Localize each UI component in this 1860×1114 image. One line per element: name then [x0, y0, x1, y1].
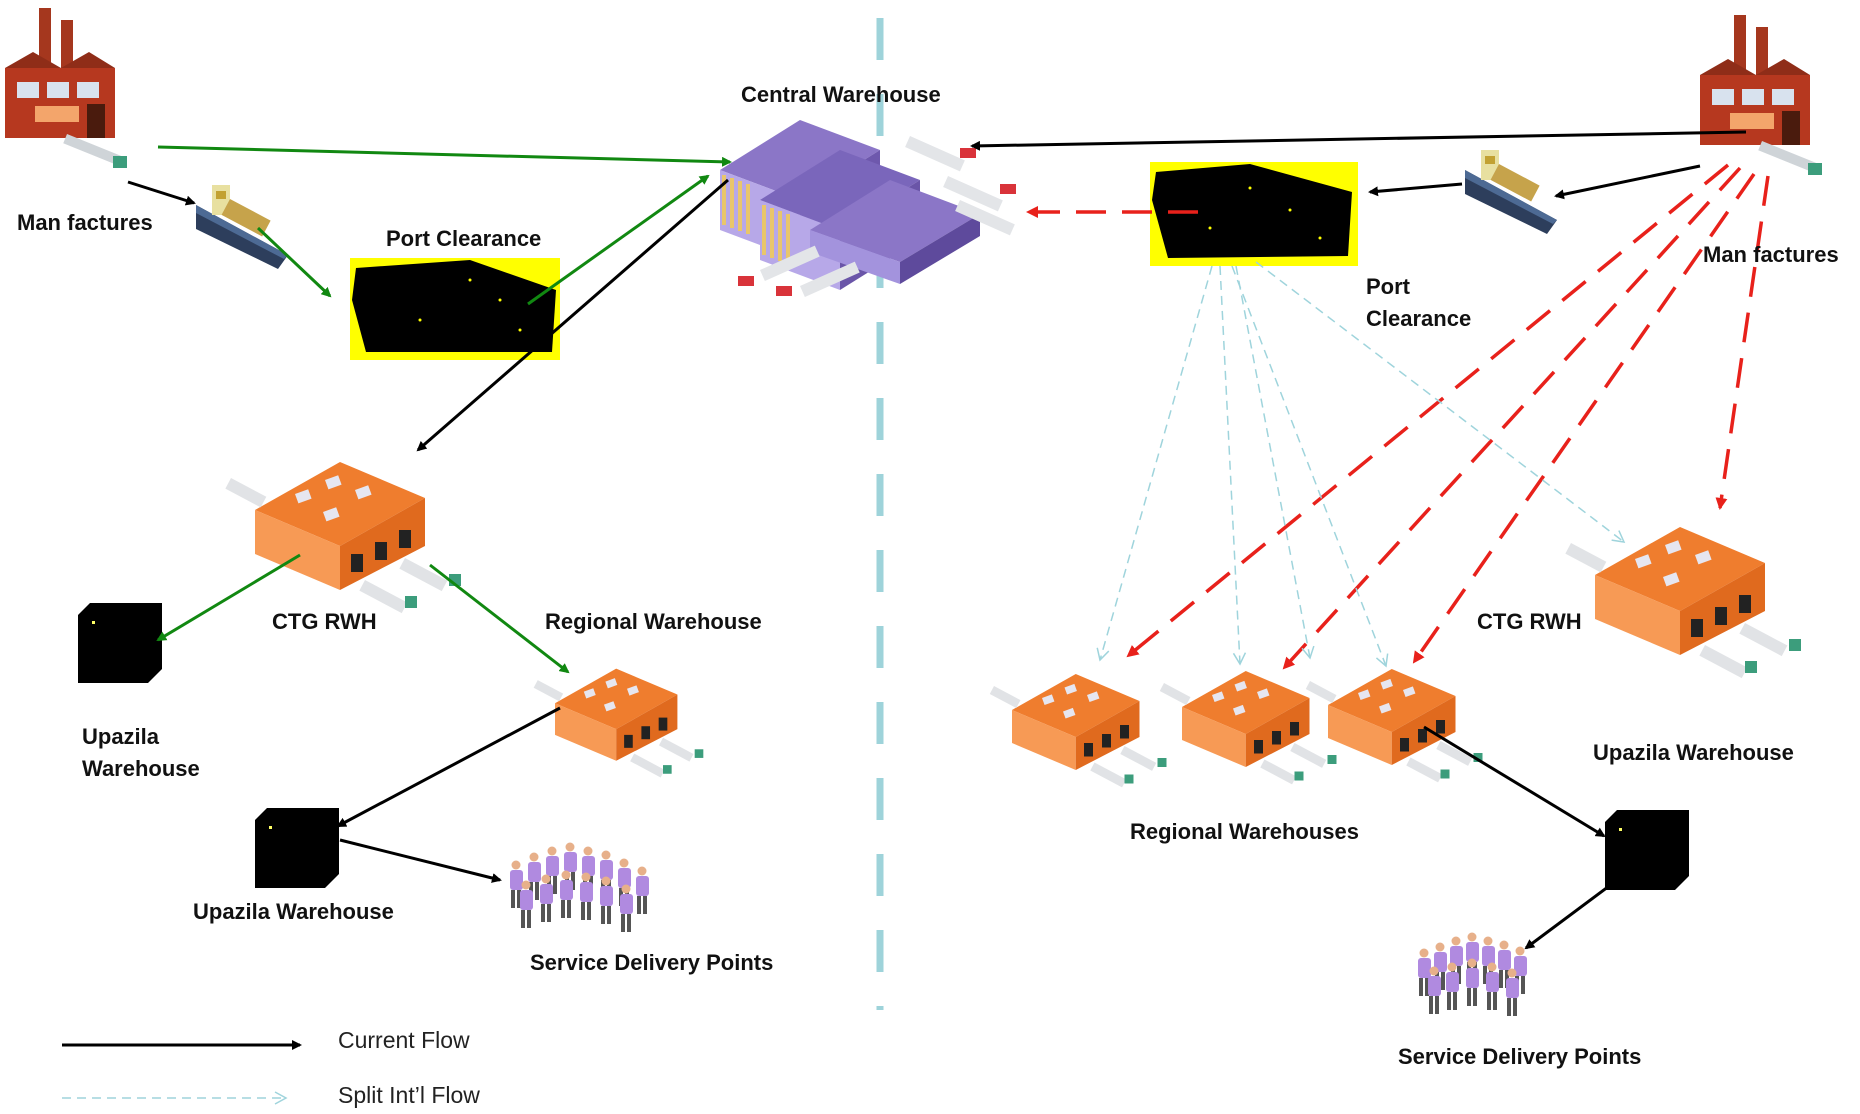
- factory-icon-left: [5, 8, 127, 168]
- central-warehouse-label: Central Warehouse: [741, 82, 941, 107]
- regional-warehouse-label: Regional Warehouse: [545, 609, 762, 634]
- arrow-port-to-rw3-split: [1231, 265, 1389, 668]
- arrow-port-to-ctg-split: [1255, 261, 1626, 543]
- arrow-factory-to-central-green: [157, 145, 732, 167]
- flows-right: [970, 130, 1770, 950]
- upazila-label-left-2: Warehouse: [82, 756, 200, 781]
- arrow-ctg-to-upazila-green: [156, 553, 301, 642]
- arrow-port-to-rw2-split-a: [1219, 265, 1247, 666]
- regional-warehouse-icon-r1: [989, 674, 1167, 788]
- arrow-port-to-central-green: [527, 174, 710, 306]
- central-warehouse-icon: [720, 120, 1016, 297]
- upazila-label-left-1: Upazila: [82, 724, 160, 749]
- upazila-box-icon-left: [78, 603, 162, 683]
- people-icon-left: [510, 842, 649, 932]
- arrow-ship-to-port-green: [256, 226, 332, 298]
- arrow-factory-to-ship-black-r: [1554, 164, 1701, 200]
- port-clearance-right: [1150, 162, 1358, 266]
- arrow-factory-to-ctg-red: [1715, 175, 1770, 510]
- ctg-rwh-label-left: CTG RWH: [272, 609, 377, 634]
- arrow-upazila-to-sdp-black-r: [1524, 864, 1637, 950]
- arrow-port-to-rw1-split: [1096, 265, 1213, 662]
- regional-warehouse-icon-r3: [1305, 669, 1483, 783]
- arrow-rw3-to-upazila-black: [1423, 725, 1606, 838]
- ctg-rwh-icon-right: [1565, 527, 1801, 679]
- sdp-label-left: Service Delivery Points: [530, 950, 774, 975]
- sdp-label-right: Service Delivery Points: [1398, 1044, 1642, 1069]
- manufactures-label-left: Man factures: [17, 210, 153, 235]
- arrow-factory-to-rw1-red: [1126, 163, 1730, 658]
- regional-warehouses-label: Regional Warehouses: [1130, 819, 1360, 844]
- arrow-regional-to-upazila-black: [336, 706, 561, 828]
- arrow-factory-to-rw2-red: [1282, 166, 1742, 670]
- legend-split-flow-label: Split Int’l Flow: [338, 1082, 480, 1108]
- arrow-ctg-to-regional-green: [429, 563, 570, 674]
- arrow-port-to-rw2-split-b: [1235, 265, 1315, 660]
- arrow-ship-to-port-black: [1368, 182, 1463, 197]
- ship-icon-left: [196, 185, 288, 269]
- upazila-box-icon-mid: [255, 808, 339, 888]
- upazila-warehouse-label-mid: Upazila Warehouse: [193, 899, 394, 924]
- port-clearance-label-right-1: Port: [1366, 274, 1410, 299]
- arrow-upazila-to-sdp-black: [339, 838, 502, 883]
- port-clearance-left: [350, 258, 560, 360]
- factory-icon-right: [1700, 15, 1822, 175]
- legend-current-flow-label: Current Flow: [338, 1027, 470, 1053]
- upazila-warehouse-label-right: Upazila Warehouse: [1593, 740, 1794, 765]
- port-clearance-label-left: Port Clearance: [386, 226, 542, 251]
- ship-icon-right: [1465, 150, 1557, 234]
- arrow-factory-to-central-black: [970, 130, 1747, 151]
- ctg-rwh-icon-left: [225, 462, 461, 614]
- ctg-rwh-label-right: CTG RWH: [1477, 609, 1582, 634]
- manufactures-label-right: Man factures: [1703, 242, 1839, 267]
- arrow-central-to-ctg-black: [416, 178, 729, 452]
- port-clearance-label-right-2: Clearance: [1366, 306, 1472, 331]
- arrow-factory-to-ship-black: [127, 180, 196, 206]
- flows-left: [127, 145, 732, 883]
- arrow-factory-to-rw3-red: [1412, 172, 1756, 664]
- regional-warehouse-icon-left: [533, 668, 704, 778]
- legend-lines: [62, 1040, 302, 1105]
- people-icon-right: [1418, 932, 1527, 1016]
